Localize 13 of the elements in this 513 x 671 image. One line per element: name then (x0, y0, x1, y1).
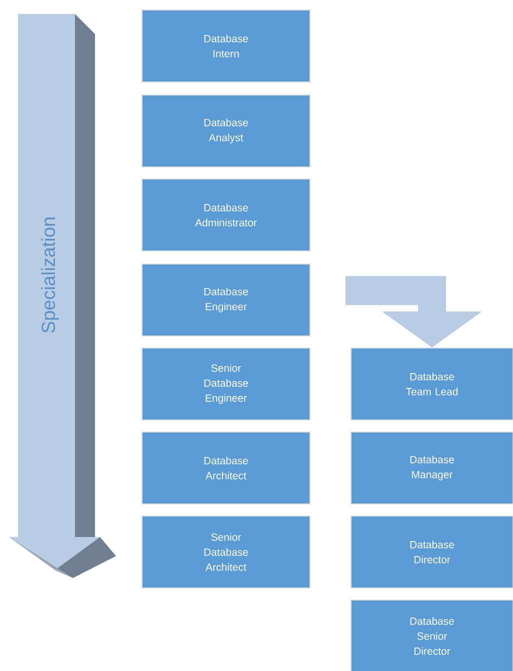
role-box: Database Director (350, 516, 513, 588)
role-box: Database Senior Director (350, 600, 513, 671)
role-box: Database Architect (142, 432, 310, 504)
role-box: Senior Database Engineer (142, 348, 310, 420)
bent-arrow (346, 276, 482, 348)
axis-label: Specialization (41, 218, 59, 333)
role-box: Database Manager (350, 432, 513, 504)
role-box: Database Analyst (142, 94, 310, 168)
role-box: Database Administrator (142, 178, 310, 252)
role-box: Senior Database Architect (142, 516, 310, 588)
role-box: Database Engineer (142, 264, 310, 336)
role-box: Database Team Lead (350, 348, 513, 420)
role-box: Database Intern (142, 10, 310, 82)
